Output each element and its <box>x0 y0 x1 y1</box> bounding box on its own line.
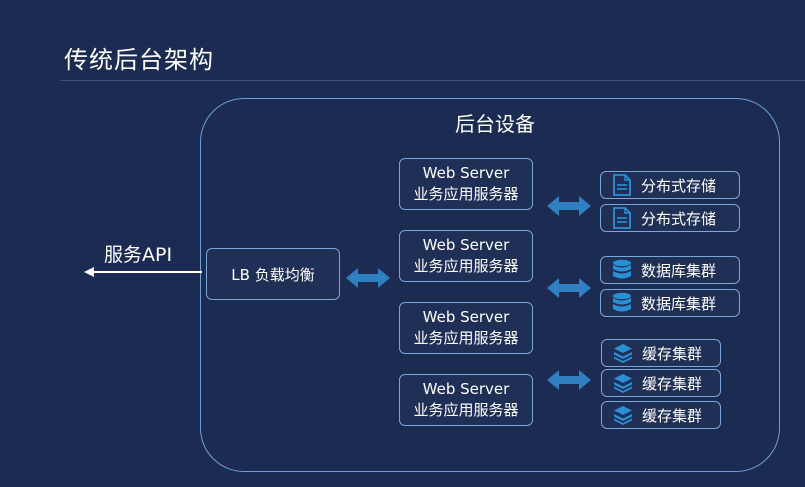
distributed-storage-box[interactable]: 分布式存储 <box>600 171 740 199</box>
web-server-subtitle: 业务应用服务器 <box>413 257 519 275</box>
webserver-cache-arrow <box>547 370 591 390</box>
document-icon <box>611 174 633 196</box>
web-server-subtitle: 业务应用服务器 <box>413 401 519 419</box>
service-api-label: 服务API <box>104 244 173 266</box>
lb-webserver-arrow <box>346 268 390 288</box>
web-server-box[interactable]: Web Server 业务应用服务器 <box>399 230 533 282</box>
web-server-title: Web Server <box>422 308 510 326</box>
database-icon <box>611 292 633 314</box>
web-server-subtitle: 业务应用服务器 <box>413 185 519 203</box>
web-server-box[interactable]: Web Server 业务应用服务器 <box>399 158 533 210</box>
web-server-title: Web Server <box>422 380 510 398</box>
service-api-arrow <box>84 267 202 277</box>
page-title: 传统后台架构 <box>64 46 214 74</box>
storage-label: 分布式存储 <box>641 176 717 195</box>
cache-cluster-box[interactable]: 缓存集群 <box>601 339 721 367</box>
web-server-subtitle: 业务应用服务器 <box>413 329 519 347</box>
web-server-box[interactable]: Web Server 业务应用服务器 <box>399 302 533 354</box>
storage-label: 缓存集群 <box>642 406 703 425</box>
title-divider <box>60 80 805 81</box>
web-server-box[interactable]: Web Server 业务应用服务器 <box>399 374 533 426</box>
storage-label: 数据库集群 <box>641 261 717 280</box>
webserver-database-arrow <box>547 278 591 298</box>
database-cluster-box[interactable]: 数据库集群 <box>600 256 740 284</box>
database-icon <box>611 259 633 281</box>
storage-label: 缓存集群 <box>642 344 703 363</box>
load-balancer-label: LB 负载均衡 <box>231 265 315 284</box>
webserver-storage-arrow <box>547 196 591 216</box>
storage-label: 缓存集群 <box>642 374 703 393</box>
cache-cluster-box[interactable]: 缓存集群 <box>601 401 721 429</box>
backend-devices-container <box>200 98 780 472</box>
storage-label: 分布式存储 <box>641 209 717 228</box>
load-balancer-box[interactable]: LB 负载均衡 <box>206 248 340 300</box>
storage-label: 数据库集群 <box>641 294 717 313</box>
layers-icon <box>612 342 634 364</box>
database-cluster-box[interactable]: 数据库集群 <box>600 289 740 317</box>
cache-cluster-box[interactable]: 缓存集群 <box>601 369 721 397</box>
layers-icon <box>612 372 634 394</box>
distributed-storage-box[interactable]: 分布式存储 <box>600 204 740 232</box>
container-title: 后台设备 <box>455 112 535 136</box>
web-server-title: Web Server <box>422 236 510 254</box>
web-server-title: Web Server <box>422 164 510 182</box>
document-icon <box>611 207 633 229</box>
layers-icon <box>612 404 634 426</box>
